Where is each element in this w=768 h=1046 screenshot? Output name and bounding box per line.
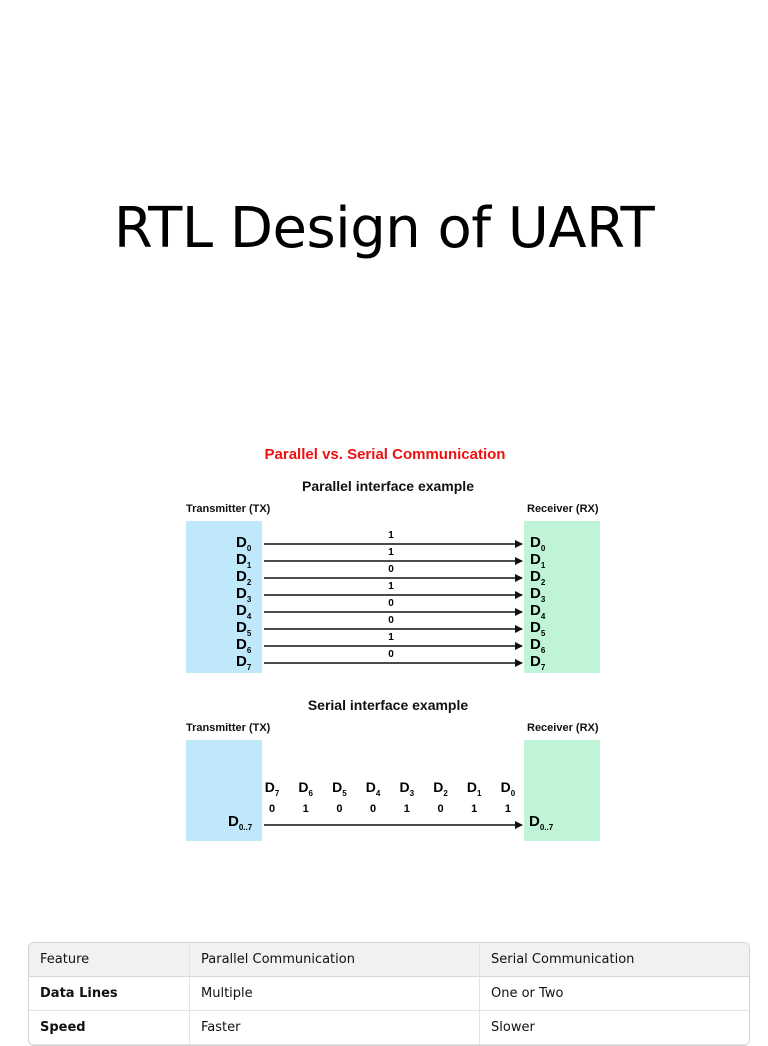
parallel-subtitle: Parallel interface example xyxy=(302,478,474,494)
serial-rx-bus-label: D0..7 xyxy=(529,813,554,832)
diagram-title: Parallel vs. Serial Communication xyxy=(264,446,506,463)
serial-subtitle: Serial interface example xyxy=(307,697,469,713)
table-cell: Speed xyxy=(29,1011,189,1045)
serial-bit-value: 0 xyxy=(336,803,343,815)
serial-bit-value: 0 xyxy=(268,803,276,815)
table-header-cell: Serial Communication xyxy=(479,943,749,977)
serial-bit-value: 1 xyxy=(302,803,309,815)
table-header-row: Feature Parallel Communication Serial Co… xyxy=(29,943,749,977)
serial-tx-bus-label: D0..7 xyxy=(228,813,253,832)
serial-tx-label: Transmitter (TX) xyxy=(186,722,271,734)
parallel-rx-label-6: D6 xyxy=(530,636,546,655)
parallel-rx-label-3: D3 xyxy=(530,585,546,604)
serial-bit-value: 1 xyxy=(403,803,410,815)
parallel-rx-label-7: D7 xyxy=(530,653,546,672)
table-header-cell: Feature xyxy=(29,943,189,977)
parallel-rx-label-1: D1 xyxy=(530,551,546,570)
serial-bit-value: 1 xyxy=(471,803,478,815)
parallel-rx-label-4: D4 xyxy=(530,602,546,621)
parallel-bit-value: 1 xyxy=(388,632,394,643)
parallel-tx-label-2: D2 xyxy=(236,568,252,587)
serial-data-label-6: D1 xyxy=(466,779,482,798)
slide-title: RTL Design of UART xyxy=(113,196,655,261)
parallel-bit-value: 1 xyxy=(388,581,394,592)
parallel-rx-label-0: D0 xyxy=(530,534,546,553)
table-cell: Slower xyxy=(479,1011,749,1045)
parallel-rx-label-5: D5 xyxy=(530,619,546,638)
parallel-rx-label-2: D2 xyxy=(530,568,546,587)
arrow-lines xyxy=(264,540,523,829)
serial-data-label-2: D5 xyxy=(332,779,347,798)
parallel-receiver-box xyxy=(524,521,600,673)
parallel-tx-label-3: D3 xyxy=(236,585,252,604)
parallel-tx-label-1: D1 xyxy=(236,551,252,570)
serial-bit-value: 0 xyxy=(437,803,444,815)
serial-data-label-5: D2 xyxy=(433,779,448,798)
parallel-bit-value: 1 xyxy=(388,547,394,558)
parallel-bit-value: 1 xyxy=(388,530,394,541)
serial-bit-value: 1 xyxy=(504,803,511,815)
serial-rx-label: Receiver (RX) xyxy=(527,722,599,734)
parallel-tx-label: Transmitter (TX) xyxy=(186,503,271,515)
parallel-tx-label-0: D0 xyxy=(236,534,252,553)
parallel-transmitter-box xyxy=(186,521,262,673)
parallel-bit-value: 0 xyxy=(388,598,394,609)
parallel-tx-label-6: D6 xyxy=(236,636,252,655)
parallel-bit-value: 0 xyxy=(388,615,394,626)
parallel-rx-label: Receiver (RX) xyxy=(527,503,599,515)
serial-data-label-7: D0 xyxy=(500,779,516,798)
comparison-table: Feature Parallel Communication Serial Co… xyxy=(28,942,750,1046)
table-cell: Multiple xyxy=(189,977,479,1011)
table-row: Data Lines Multiple One or Two xyxy=(29,977,749,1011)
serial-data-label-3: D4 xyxy=(365,779,381,798)
parallel-tx-label-7: D7 xyxy=(236,653,252,672)
serial-transmitter-box xyxy=(186,740,262,841)
table-header-cell: Parallel Communication xyxy=(189,943,479,977)
serial-receiver-box xyxy=(524,740,600,841)
serial-data-label-4: D3 xyxy=(399,779,415,798)
parallel-bit-value: 0 xyxy=(388,564,394,575)
parallel-tx-label-5: D5 xyxy=(236,619,252,638)
serial-bit-value: 0 xyxy=(370,803,377,815)
table-cell: Faster xyxy=(189,1011,479,1045)
communication-diagram: Parallel vs. Serial Communication Parall… xyxy=(186,446,600,841)
serial-data-label-0: D7 xyxy=(264,779,280,798)
parallel-tx-label-4: D4 xyxy=(236,602,252,621)
serial-data-label-1: D6 xyxy=(298,779,313,798)
table-cell: Data Lines xyxy=(29,977,189,1011)
parallel-bit-value: 0 xyxy=(388,649,394,660)
table-row: Speed Faster Slower xyxy=(29,1011,749,1045)
table-cell: One or Two xyxy=(479,977,749,1011)
